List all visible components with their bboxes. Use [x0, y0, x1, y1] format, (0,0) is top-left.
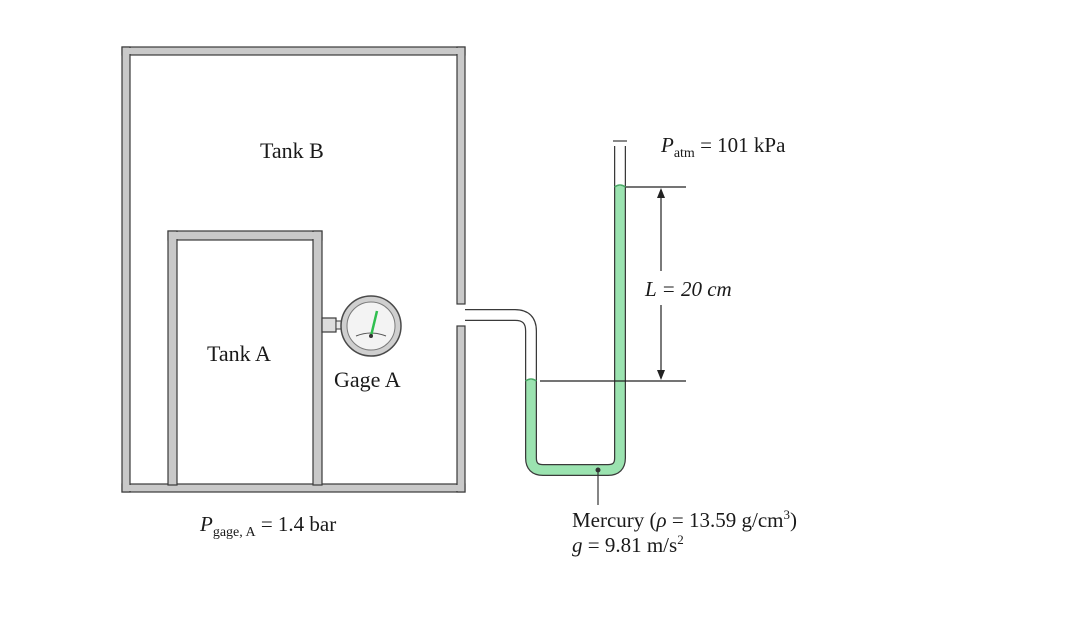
gauge-needle	[369, 310, 379, 337]
p-gage-sub: gage, A	[213, 525, 257, 540]
tank-a-label: Tank A	[207, 341, 271, 366]
tank-b-label: Tank B	[260, 138, 324, 163]
p-gage-value: = 1.4 bar	[256, 512, 337, 536]
gravity-label: g = 9.81 m/s2	[572, 532, 684, 557]
mercury-prefix: Mercury (	[572, 508, 657, 532]
length-label: L = 20 cm	[644, 277, 732, 301]
rho-symbol: ρ	[656, 508, 667, 532]
tank-a	[167, 230, 323, 486]
rho-value: = 13.59 g/cm	[667, 508, 784, 532]
p-gage-label: Pgage, A = 1.4 bar	[199, 512, 336, 540]
g-exp: 2	[677, 532, 684, 547]
gage-a-label: Gage A	[334, 367, 401, 392]
rho-exp: 3	[783, 507, 790, 522]
p-atm-symbol: P	[660, 133, 674, 157]
mercury-density-label: Mercury (ρ = 13.59 g/cm3)	[572, 507, 797, 532]
p-atm-sub: atm	[674, 146, 695, 161]
p-atm-label: Patm = 101 kPa	[660, 133, 786, 161]
p-gage-symbol: P	[199, 512, 213, 536]
p-atm-value: = 101 kPa	[695, 133, 786, 157]
mercury-column	[526, 186, 625, 475]
length-dimension	[540, 186, 686, 382]
manometer-tube	[465, 140, 627, 505]
gage-a-gauge	[321, 295, 402, 357]
tank-b	[121, 46, 466, 493]
mercury-suffix: )	[790, 508, 797, 532]
g-symbol: g	[572, 533, 583, 557]
g-value: = 9.81 m/s	[583, 533, 678, 557]
